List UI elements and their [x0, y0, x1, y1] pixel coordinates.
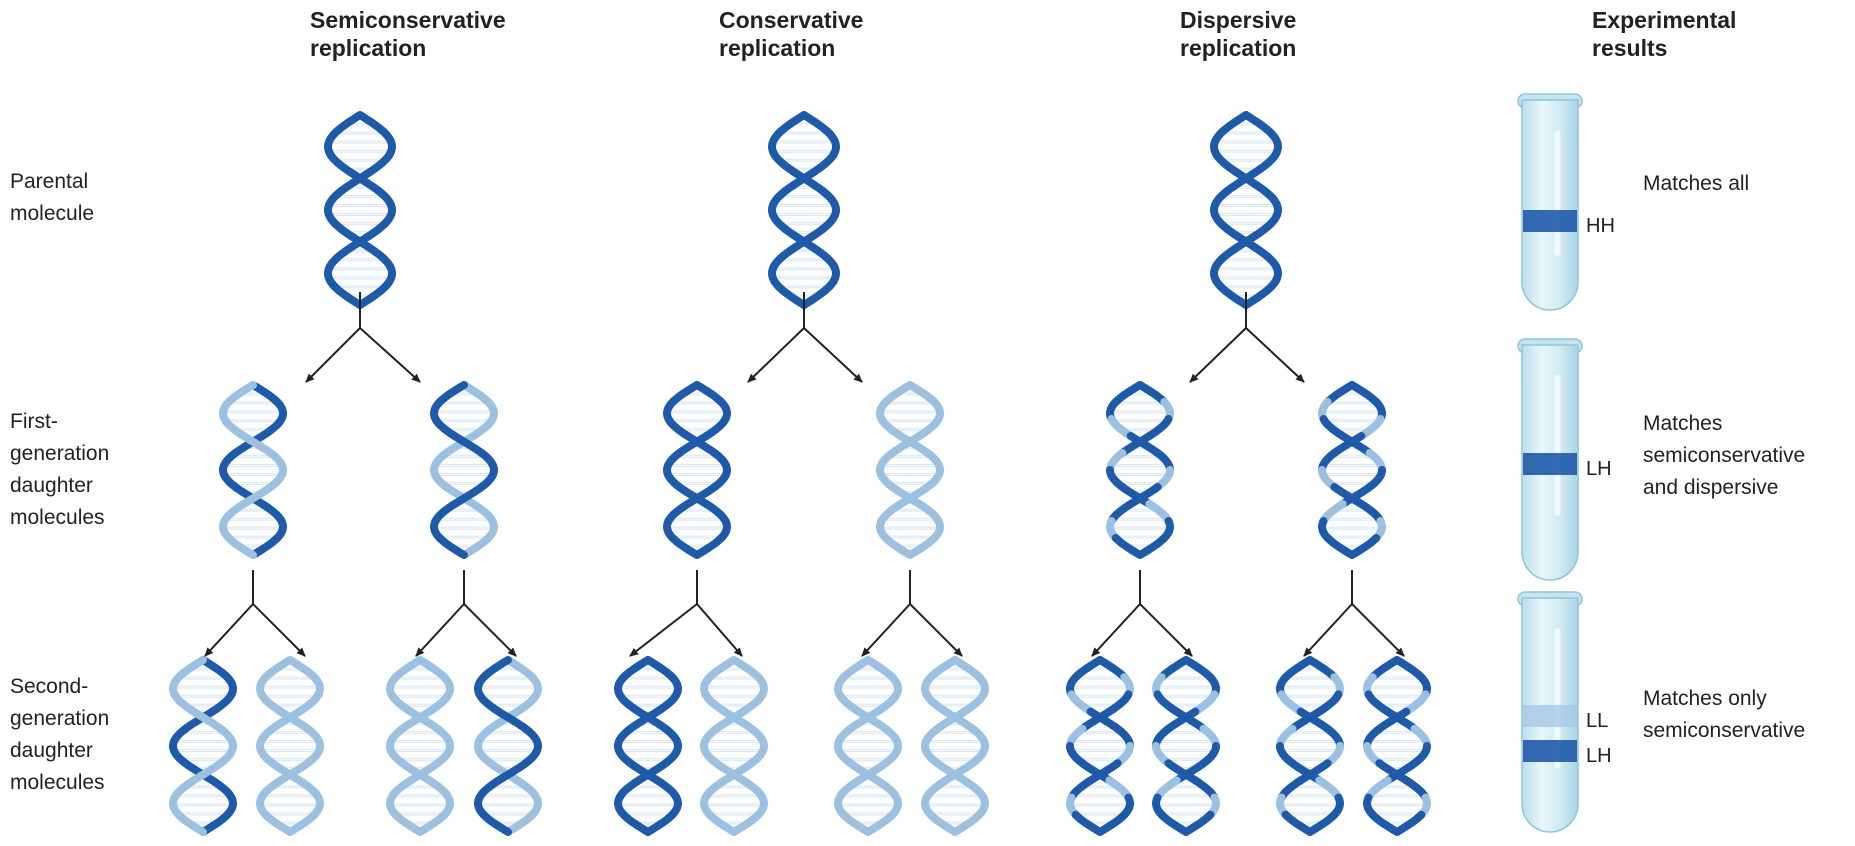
arrow-layer	[205, 292, 1404, 656]
first-gen-semi-helix-1	[223, 385, 283, 555]
svg-text:Conservative: Conservative	[719, 7, 863, 33]
svg-text:Dispersive: Dispersive	[1180, 7, 1296, 33]
second-gen-cons-helix-1	[618, 660, 678, 832]
row-label-parental: Parental molecule	[10, 170, 94, 225]
arrow-fork-conservative-parent	[748, 292, 862, 382]
tube-band-lh	[1523, 453, 1577, 475]
row-label-first-generation: First- generation daughter molecules	[10, 410, 109, 529]
tube-band-ll	[1523, 705, 1577, 727]
arrow-fork-cons-1	[630, 570, 742, 656]
header-dispersive: Dispersive replication	[1180, 7, 1296, 61]
svg-text:generation: generation	[10, 707, 109, 730]
first-gen-cons-helix-2	[880, 385, 940, 555]
svg-text:generation: generation	[10, 442, 109, 465]
svg-text:results: results	[1592, 35, 1667, 61]
first-gen-cons-helix-1	[667, 385, 727, 555]
second-gen-semi-helix-1	[173, 660, 233, 832]
arrow-fork-semi-1	[205, 570, 305, 656]
svg-text:Matches only: Matches only	[1643, 687, 1767, 710]
svg-text:Matches: Matches	[1643, 412, 1722, 435]
tube-result-1: Matches all	[1643, 172, 1749, 195]
first-gen-semi-helix-2	[434, 385, 494, 555]
tube-band-lh	[1523, 740, 1577, 762]
second-gen-disp-helix-4	[1367, 660, 1427, 832]
header-experimental-results: Experimental results	[1592, 7, 1736, 61]
parental-helix-2	[772, 115, 836, 305]
header-conservative: Conservative replication	[719, 7, 863, 61]
svg-text:First-: First-	[10, 410, 58, 433]
svg-text:molecules: molecules	[10, 506, 105, 529]
tube-band-hh	[1523, 210, 1577, 232]
first-gen-disp-helix-2	[1322, 385, 1382, 555]
band-label-lh-second: LH	[1586, 745, 1612, 767]
band-label-hh: HH	[1586, 215, 1615, 237]
svg-text:replication: replication	[1180, 35, 1296, 61]
second-gen-semi-helix-3	[390, 660, 450, 832]
tube-3	[1518, 592, 1582, 832]
arrow-fork-cons-2	[862, 570, 962, 656]
tube-layer	[1518, 94, 1582, 832]
arrow-fork-disp-1	[1092, 570, 1192, 656]
second-gen-disp-helix-1	[1070, 660, 1130, 832]
svg-text:Matches all: Matches all	[1643, 172, 1749, 195]
tube-result-2: Matches semiconservative and dispersive	[1643, 412, 1805, 499]
second-gen-cons-helix-4	[925, 660, 985, 832]
tube-2	[1518, 339, 1582, 580]
svg-text:and dispersive: and dispersive	[1643, 476, 1778, 499]
svg-text:Semiconservative: Semiconservative	[310, 7, 506, 33]
svg-text:semiconservative: semiconservative	[1643, 444, 1805, 467]
svg-text:Second-: Second-	[10, 675, 88, 698]
parental-helix-3	[1214, 115, 1278, 305]
svg-text:replication: replication	[310, 35, 426, 61]
second-gen-cons-helix-2	[704, 660, 764, 832]
svg-text:semiconservative: semiconservative	[1643, 719, 1805, 742]
header-semiconservative: Semiconservative replication	[310, 7, 506, 61]
arrow-fork-semi-2	[416, 570, 516, 656]
svg-text:daughter: daughter	[10, 474, 93, 497]
svg-text:molecule: molecule	[10, 202, 94, 225]
row-label-second-generation: Second- generation daughter molecules	[10, 675, 109, 794]
band-label-lh-first: LH	[1586, 458, 1612, 480]
svg-text:daughter: daughter	[10, 739, 93, 762]
tube-result-3: Matches only semiconservative	[1643, 687, 1805, 742]
second-gen-semi-helix-4	[478, 660, 538, 832]
helix-layer	[173, 115, 1427, 832]
parental-helix-1	[328, 115, 392, 305]
second-gen-disp-helix-3	[1280, 660, 1340, 832]
svg-text:Experimental: Experimental	[1592, 7, 1736, 33]
second-gen-cons-helix-3	[838, 660, 898, 832]
svg-text:replication: replication	[719, 35, 835, 61]
tube-1	[1518, 94, 1582, 310]
arrow-fork-disp-2	[1304, 570, 1404, 656]
second-gen-disp-helix-2	[1156, 660, 1216, 832]
arrow-fork-dispersive-parent	[1190, 292, 1304, 382]
first-gen-disp-helix-1	[1110, 385, 1170, 555]
band-label-ll: LL	[1586, 710, 1608, 732]
svg-text:molecules: molecules	[10, 771, 105, 794]
svg-text:Parental: Parental	[10, 170, 88, 193]
second-gen-semi-helix-2	[260, 660, 320, 832]
